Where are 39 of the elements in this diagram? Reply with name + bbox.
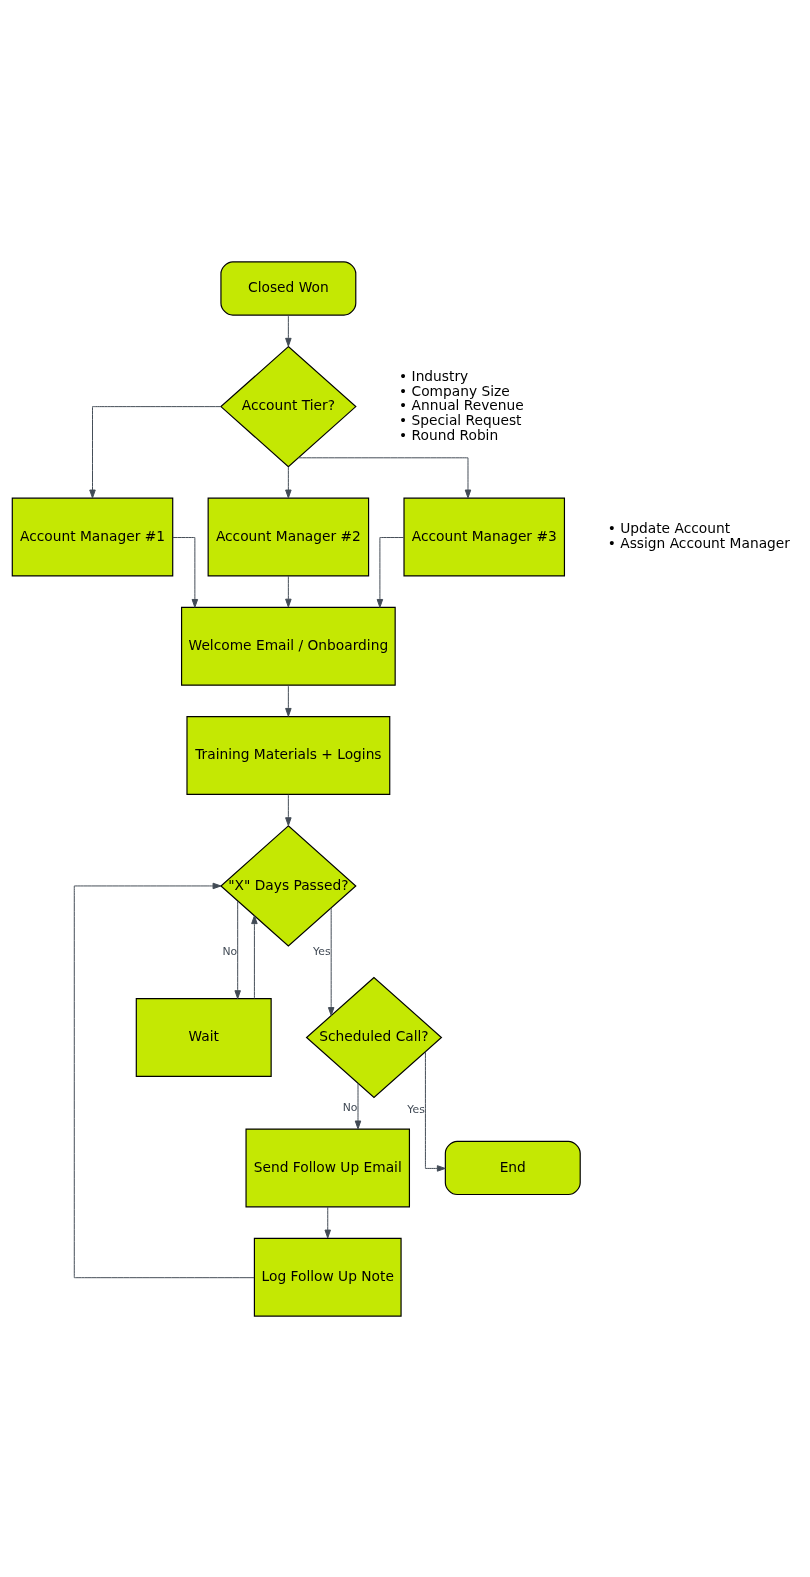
arrow [285,684,292,717]
label: • Update Account [607,519,731,536]
node-box: Welcome Email / Onboarding [181,606,396,686]
node-diamond: Account Tier? [220,345,357,467]
edge-label: No [222,944,238,958]
node-box: Closed Won [220,260,357,316]
label: • Round Robin [399,426,499,443]
arrow [172,536,199,608]
label: • Special Request [399,411,522,428]
node-box: Account Manager #1 [11,497,174,576]
arrow [285,793,292,826]
node-box: Account Manager #2 [207,497,370,576]
edge-label: No [342,1100,358,1114]
arrow [298,456,472,498]
arrow [376,536,405,608]
node-box: Send Follow Up Email [245,1127,410,1207]
node-box: End [444,1140,581,1195]
arrow [354,1082,362,1129]
arrow [285,314,292,347]
arrow [73,882,255,1278]
node-box: Log Follow Up Note [253,1237,402,1317]
edge-label: Yes [407,1102,425,1116]
edge-label: Yes [313,944,331,958]
node-diamond: "X" Days Passed? [220,824,357,947]
arrow [424,1050,446,1172]
label: • Company Size [399,382,510,398]
arrow [234,900,241,999]
node-box: Wait [135,997,272,1077]
arrow [89,405,222,498]
arrow [285,465,292,498]
node-box: Training Materials + Logins [186,715,391,795]
node-box: Account Manager #3 [403,497,566,576]
arrow [285,575,292,608]
arrow [251,914,258,999]
arrow [327,907,335,1016]
label: • Assign Account Manager [607,534,790,551]
node-diamond: Scheduled Call? [305,976,443,1098]
label: • Industry [399,367,469,384]
arrow [324,1206,331,1238]
